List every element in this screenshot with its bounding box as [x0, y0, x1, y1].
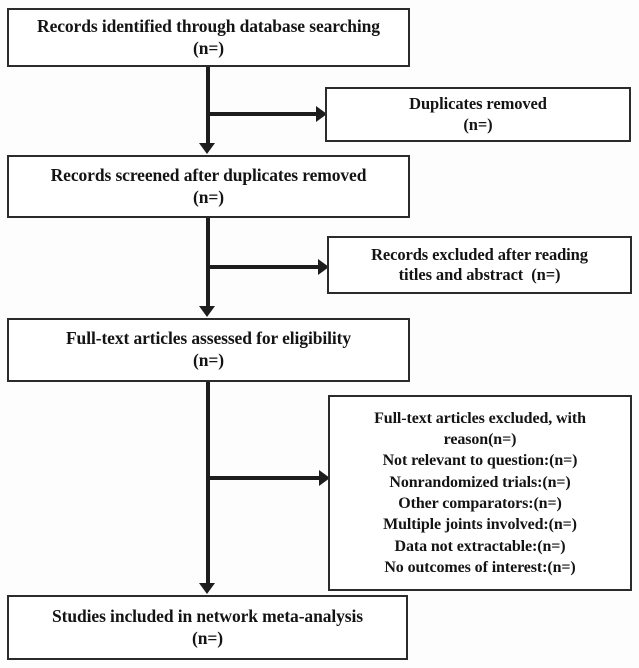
connector-fulltext-to-included-line	[206, 382, 210, 585]
box-duplicates-removed-line-2: (n=)	[463, 114, 493, 134]
box-records-identified-line-1: Records identified through database sear…	[37, 15, 380, 36]
box-duplicates-removed: Duplicates removed (n=)	[325, 87, 631, 142]
arrow-down-icon-screened-to-fulltext	[199, 306, 215, 317]
connector-screened-to-excluded-titles-line	[206, 265, 323, 269]
box-records-excluded-titles-line-1: Records excluded after reading	[371, 244, 588, 264]
arrow-right-icon-screened-to-excluded-titles	[318, 259, 329, 275]
box-fulltext-assessed-line-2: (n=)	[193, 350, 224, 370]
box-studies-included-line-1: Studies included in network meta-analysi…	[52, 605, 363, 626]
box-studies-included-line-2: (n=)	[192, 627, 223, 648]
box-fulltext-excluded-reasons: Full-text articles excluded, with reason…	[328, 395, 632, 591]
box-records-excluded-titles-line-2: titles and abstract (n=)	[398, 265, 561, 284]
box-fulltext-excluded-reasons-line-4: Nonrandomized trials:(n=)	[389, 473, 571, 491]
box-duplicates-removed-line-1: Duplicates removed	[409, 94, 547, 114]
box-fulltext-assessed: Full-text articles assessed for eligibil…	[7, 318, 410, 382]
box-fulltext-excluded-reasons-line-5: Other comparators:(n=)	[398, 495, 562, 512]
box-fulltext-excluded-reasons-line-7: Data not extractable:(n=)	[394, 537, 566, 555]
box-records-identified-line-2: (n=)	[193, 37, 224, 58]
box-records-identified: Records identified through database sear…	[7, 8, 410, 67]
box-records-screened-line-2: (n=)	[193, 186, 224, 207]
box-fulltext-excluded-reasons-line-8: No outcomes of interest:(n=)	[384, 558, 576, 576]
box-studies-included: Studies included in network meta-analysi…	[7, 595, 408, 660]
box-records-screened: Records screened after duplicates remove…	[7, 155, 410, 218]
box-records-screened-line-1: Records screened after duplicates remove…	[50, 164, 367, 185]
box-fulltext-assessed-line-1: Full-text articles assessed for eligibil…	[65, 328, 352, 349]
box-fulltext-excluded-reasons-line-3: Not relevant to question:(n=)	[382, 452, 578, 470]
arrow-right-icon-identified-to-duplicates	[316, 106, 327, 122]
connector-screened-to-fulltext-line	[206, 218, 210, 308]
box-fulltext-excluded-reasons-line-2: reason(n=)	[443, 431, 517, 449]
connector-identified-to-screened-line	[206, 67, 210, 145]
box-records-excluded-titles: Records excluded after reading titles an…	[327, 236, 632, 294]
arrow-down-icon-fulltext-to-included	[199, 583, 215, 594]
arrow-right-icon-fulltext-to-excluded-reasons	[319, 470, 330, 486]
box-fulltext-excluded-reasons-line-6: Multiple joints involved:(n=)	[383, 516, 577, 534]
box-fulltext-excluded-reasons-line-1: Full-text articles excluded, with	[374, 409, 586, 427]
arrow-down-icon-identified-to-screened	[199, 143, 215, 154]
connector-fulltext-to-excluded-reasons-line	[206, 476, 324, 480]
connector-identified-to-duplicates-line	[206, 112, 321, 116]
